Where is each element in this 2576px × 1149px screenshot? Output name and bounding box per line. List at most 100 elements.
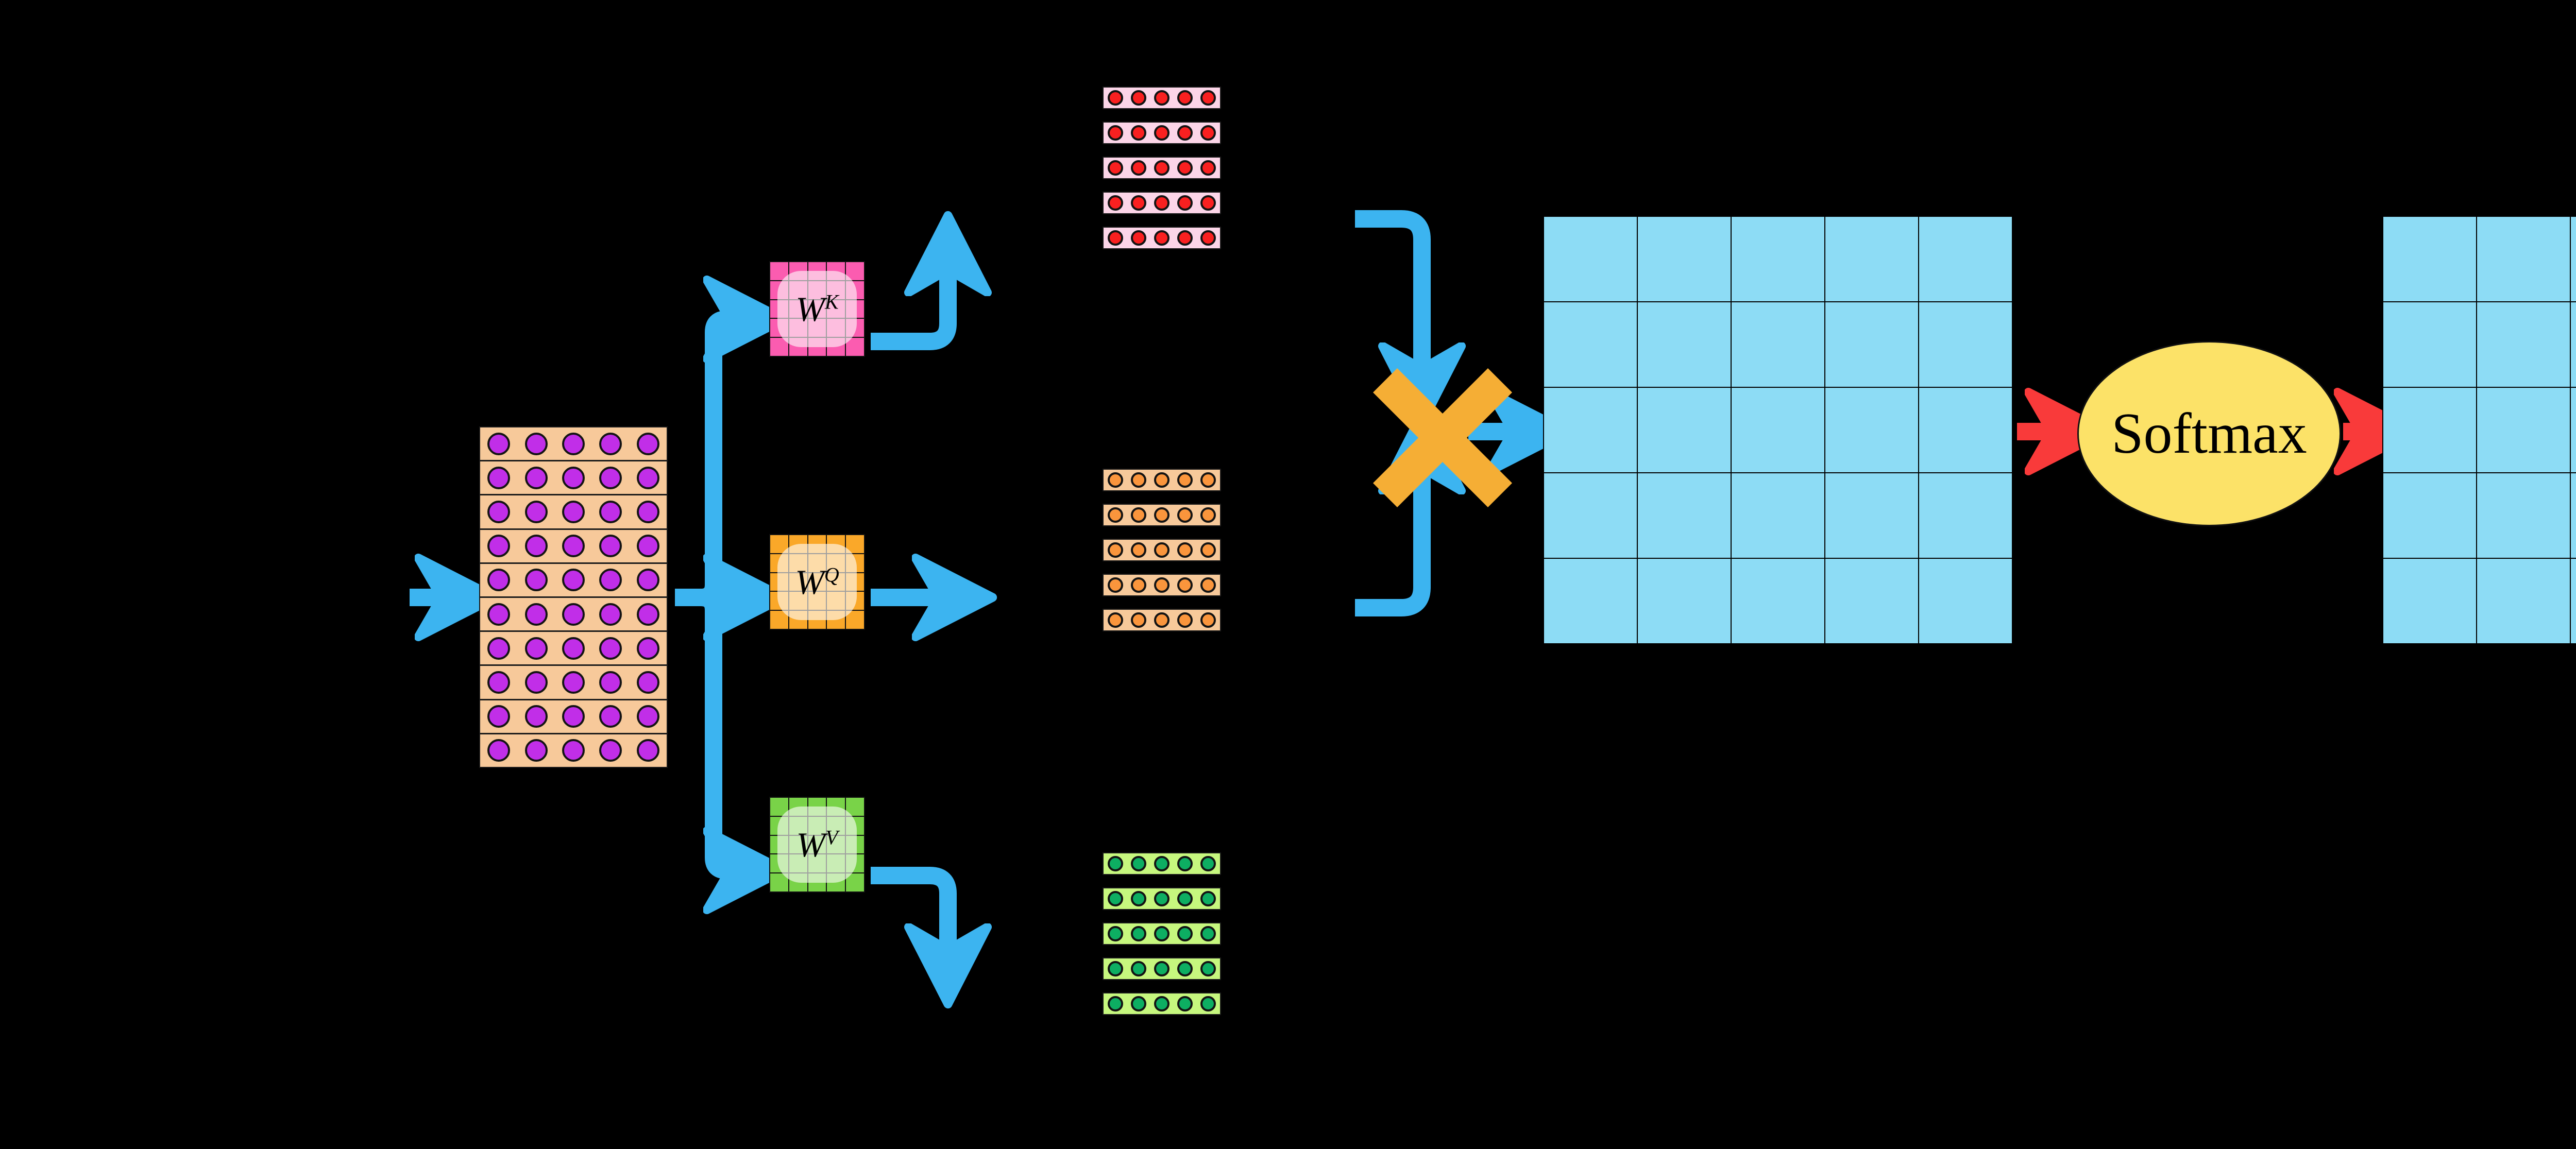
embedding-cell (487, 705, 511, 728)
vvecs-cell (1107, 996, 1123, 1011)
vvecs-cell (1107, 926, 1123, 941)
vvecs-cell (1154, 856, 1170, 871)
wq-label: WQ (795, 562, 839, 602)
kvecs-cell (1200, 125, 1216, 141)
attention-scores-cell (1543, 558, 1638, 644)
wv-label-plate: WV (777, 807, 857, 883)
kvecs-cell (1154, 230, 1170, 246)
attention-score-matrix (1543, 216, 2013, 644)
vvecs-cell (1154, 996, 1170, 1011)
weight-matrix-wq[interactable]: WQ (769, 534, 865, 630)
kvecs-row (1103, 157, 1221, 179)
attention-scores-cell (1824, 558, 1919, 644)
kvecs-cell (1154, 160, 1170, 176)
embedding-cell (562, 671, 585, 694)
qvecs-cell (1130, 542, 1146, 558)
vvecs-cell (1177, 961, 1193, 976)
arrow-q-to-multiply (1355, 456, 1422, 616)
attention-scores-cell (1637, 472, 1732, 559)
embedding-cell (599, 603, 622, 626)
attention-scores-cell (1543, 216, 1638, 302)
qvecs-cell (1177, 612, 1193, 628)
embedding-cell (636, 535, 659, 558)
qvecs-cell (1130, 612, 1146, 628)
embedding-cell (636, 671, 659, 694)
softmax-label: Softmax (2111, 401, 2307, 466)
kvecs-cell (1200, 230, 1216, 246)
qvecs-cell (1200, 577, 1216, 593)
embedding-cell (524, 432, 548, 455)
embedding-cell (524, 739, 548, 762)
attention-weights-cell (2382, 301, 2477, 388)
wk-label: WK (795, 289, 839, 329)
embedding-cell (636, 466, 659, 489)
kvecs-cell (1130, 90, 1146, 106)
embedding-cell (599, 432, 622, 455)
embedding-cell (524, 671, 548, 694)
embedding-cell (487, 535, 511, 558)
embedding-cell (524, 637, 548, 660)
attention-scores-cell (1543, 472, 1638, 559)
attention-scores-cell (1543, 301, 1638, 388)
qvecs-cell (1154, 472, 1170, 488)
vvecs-row (1103, 852, 1221, 875)
qvecs-row (1103, 574, 1221, 596)
embedding-cell (487, 637, 511, 660)
qvecs-cell (1154, 507, 1170, 523)
embedding-cell (562, 569, 585, 592)
embedding-row (479, 460, 668, 495)
attention-weights-cell (2382, 216, 2477, 302)
qvecs-cell (1107, 577, 1123, 593)
vvecs-cell (1130, 856, 1146, 871)
embedding-cell (487, 739, 511, 762)
attention-weights-cell (2570, 387, 2576, 473)
qvecs-cell (1154, 542, 1170, 558)
kvecs-cell (1107, 230, 1123, 246)
attention-scores-cell (1824, 472, 1919, 559)
weight-matrix-wv[interactable]: WV (769, 797, 865, 893)
kvecs-row (1103, 87, 1221, 109)
key-vector-stack (1103, 87, 1221, 262)
arrow-wv-to-v (871, 867, 948, 962)
softmax-node[interactable]: Softmax (2077, 341, 2341, 526)
embedding-cell (599, 671, 622, 694)
qvecs-row (1103, 504, 1221, 526)
attention-weight-matrix (2382, 216, 2576, 644)
attention-scores-cell (1731, 387, 1825, 473)
kvecs-cell (1130, 230, 1146, 246)
vvecs-cell (1130, 891, 1146, 906)
attention-scores-cell (1824, 216, 1919, 302)
embedding-row (479, 528, 668, 563)
vvecs-cell (1177, 926, 1193, 941)
embedding-cell (562, 466, 585, 489)
attention-weights-cell (2476, 216, 2571, 302)
vvecs-cell (1200, 996, 1216, 1011)
embedding-cell (562, 432, 585, 455)
embedding-cell (524, 501, 548, 523)
qvecs-cell (1107, 612, 1123, 628)
vvecs-cell (1200, 926, 1216, 941)
weight-matrix-wk[interactable]: WK (769, 261, 865, 357)
embedding-cell (524, 535, 548, 558)
query-vector-stack (1103, 469, 1221, 644)
kvecs-cell (1177, 230, 1193, 246)
kvecs-cell (1130, 195, 1146, 211)
arrow-input-to-wv (675, 589, 742, 870)
embedding-cell (562, 637, 585, 660)
vvecs-cell (1154, 891, 1170, 906)
kvecs-cell (1154, 195, 1170, 211)
kvecs-cell (1130, 125, 1146, 141)
vvecs-cell (1200, 891, 1216, 906)
embedding-row (479, 665, 668, 700)
embedding-cell (636, 569, 659, 592)
kvecs-row (1103, 192, 1221, 214)
attention-weights-cell (2476, 387, 2571, 473)
arrow-k-to-multiply (1355, 210, 1422, 381)
wq-label-plate: WQ (777, 544, 857, 620)
attention-scores-cell (1543, 387, 1638, 473)
attention-scores-cell (1637, 216, 1732, 302)
kvecs-row (1103, 227, 1221, 249)
attention-weights-cell (2570, 216, 2576, 302)
arrow-wk-to-k (871, 258, 948, 350)
